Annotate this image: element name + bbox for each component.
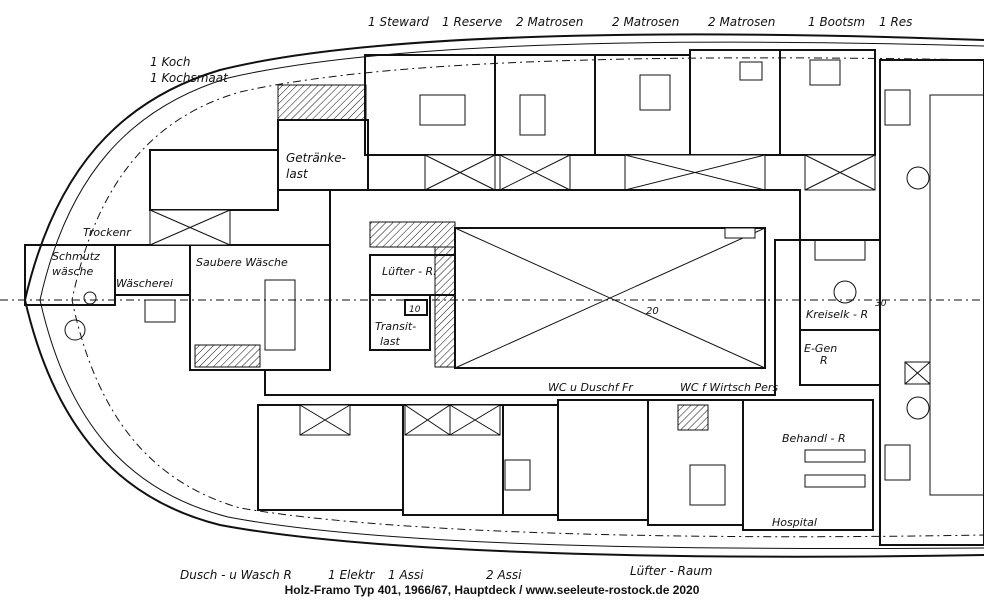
- label-ten: 10: [409, 305, 421, 315]
- central-hold: [264, 189, 801, 396]
- label-reserve: 1 Reserve: [442, 15, 502, 29]
- label-bootsm: 1 Bootsm: [808, 15, 865, 29]
- label-elektr: 1 Elektr: [328, 568, 375, 582]
- room-labels: 1 Steward 1 Reserve 2 Matrosen 2 Matrose…: [52, 15, 912, 582]
- forward-rooms: [24, 209, 331, 371]
- label-behandl: Behandl - R: [782, 432, 846, 445]
- label-assi-2: 2 Assi: [486, 568, 522, 582]
- label-matrosen-2: 2 Matrosen: [612, 15, 679, 29]
- label-kreiselk: Kreiselk - R: [806, 308, 868, 321]
- label-koch: 1 Koch: [150, 55, 190, 69]
- label-matrosen-1: 2 Matrosen: [516, 15, 583, 29]
- label-trockenr: Trockenr: [83, 226, 132, 239]
- lower-cabins: [257, 399, 874, 531]
- label-matrosen-3: 2 Matrosen: [708, 15, 775, 29]
- label-steward: 1 Steward: [368, 15, 429, 29]
- figure-caption: Holz-Framo Typ 401, 1966/67, Hauptdeck /…: [285, 583, 700, 597]
- label-res: 1 Res: [879, 15, 912, 29]
- label-hospital: Hospital: [772, 516, 817, 529]
- label-dusch-wasch: Dusch - u Wasch R: [180, 568, 292, 582]
- label-saubere-waesche: Saubere Wäsche: [196, 256, 288, 269]
- label-transit-1: Transit-: [375, 320, 416, 333]
- label-waescherei: Wäscherei: [116, 277, 173, 290]
- upper-cabins: [149, 49, 876, 211]
- label-transit-2: last: [380, 335, 401, 348]
- label-luefter-raum: Lüfter - Raum: [630, 564, 712, 578]
- label-twenty: 20: [646, 306, 659, 317]
- label-schmutz-2: wäsche: [52, 265, 93, 278]
- label-getraenke-2: last: [286, 167, 309, 181]
- aft-rooms: [799, 59, 984, 546]
- label-schmutz-1: Schmutz: [52, 250, 100, 263]
- label-wc-wirtsch: WC f Wirtsch Pers: [680, 381, 778, 394]
- label-kochsmaat: 1 Kochsmaat: [150, 71, 229, 85]
- label-egen-2: R: [820, 354, 828, 367]
- label-luefter-r: Lüfter - R.: [382, 265, 437, 278]
- label-thirty: 30: [875, 299, 887, 309]
- label-egen-1: E-Gen: [804, 342, 837, 355]
- label-getraenke-1: Getränke-: [286, 151, 346, 165]
- label-assi-1: 1 Assi: [388, 568, 424, 582]
- label-wc-dusch: WC u Duschf Fr: [548, 381, 634, 394]
